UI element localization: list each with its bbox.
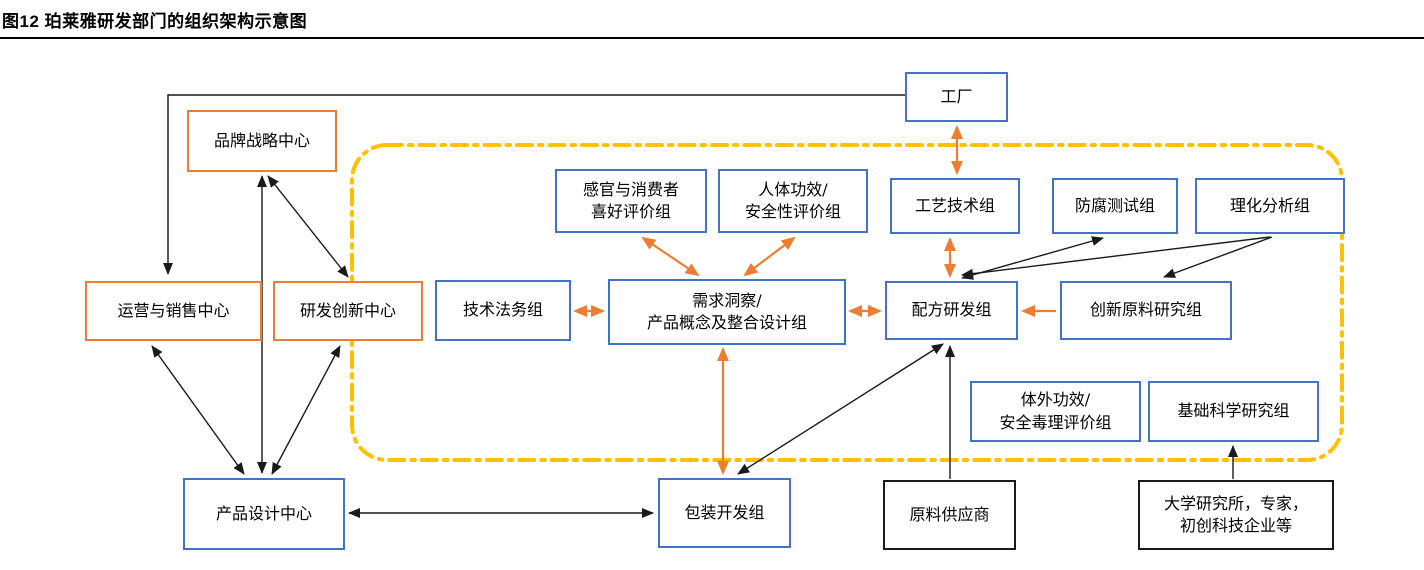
node-physchem-analysis-group: 理化分析组: [1195, 178, 1345, 234]
node-rd-innovation-center: 研发创新中心: [273, 281, 423, 341]
node-human-efficacy-safety-group: 人体功效/ 安全性评价组: [718, 169, 868, 233]
node-basic-science-group: 基础科学研究组: [1148, 381, 1319, 442]
node-invitro-tox-eval-group: 体外功效/ 安全毒理评价组: [970, 381, 1141, 442]
node-packaging-dev-group: 包装开发组: [658, 478, 791, 548]
node-tech-legal-group: 技术法务组: [435, 280, 571, 341]
arrow-formula-physchem: [961, 236, 1271, 279]
arrow-formula-preservation: [961, 236, 1104, 280]
figure-title: 图12 珀莱雅研发部门的组织架构示意图: [2, 12, 308, 31]
node-process-tech-group: 工艺技术组: [890, 178, 1020, 234]
node-factory: 工厂: [905, 72, 1008, 122]
arrow-insight-sensory: [641, 236, 700, 277]
title-divider: [0, 37, 1424, 39]
node-brand-strategy-center: 品牌战略中心: [187, 110, 337, 172]
node-sensory-consumer-eval-group: 感官与消费者 喜好评价组: [555, 169, 707, 233]
arrow-factory-to-ops-sales: [163, 94, 905, 275]
node-raw-material-supplier: 原料供应商: [883, 480, 1016, 550]
arrow-insight-human-efficacy: [743, 236, 796, 277]
node-preservation-test-group: 防腐测试组: [1052, 178, 1178, 234]
arrow-physchem-to-novel-ingredient: [1163, 236, 1273, 278]
arrow-brand-rd-innovation: [267, 175, 349, 278]
node-ops-sales-center: 运营与销售中心: [85, 281, 262, 341]
arrow-design-ops-sales: [151, 345, 245, 475]
node-formula-rd-group: 配方研发组: [885, 281, 1018, 340]
arrow-design-rd-innovation: [271, 345, 341, 475]
arrow-packaging-formula: [737, 343, 944, 475]
node-novel-ingredient-group: 创新原料研究组: [1060, 281, 1232, 340]
node-product-design-center: 产品设计中心: [183, 478, 345, 550]
node-demand-insight-design-group: 需求洞察/ 产品概念及整合设计组: [608, 279, 846, 345]
node-university-partners: 大学研究所，专家， 初创科技企业等: [1138, 480, 1334, 550]
